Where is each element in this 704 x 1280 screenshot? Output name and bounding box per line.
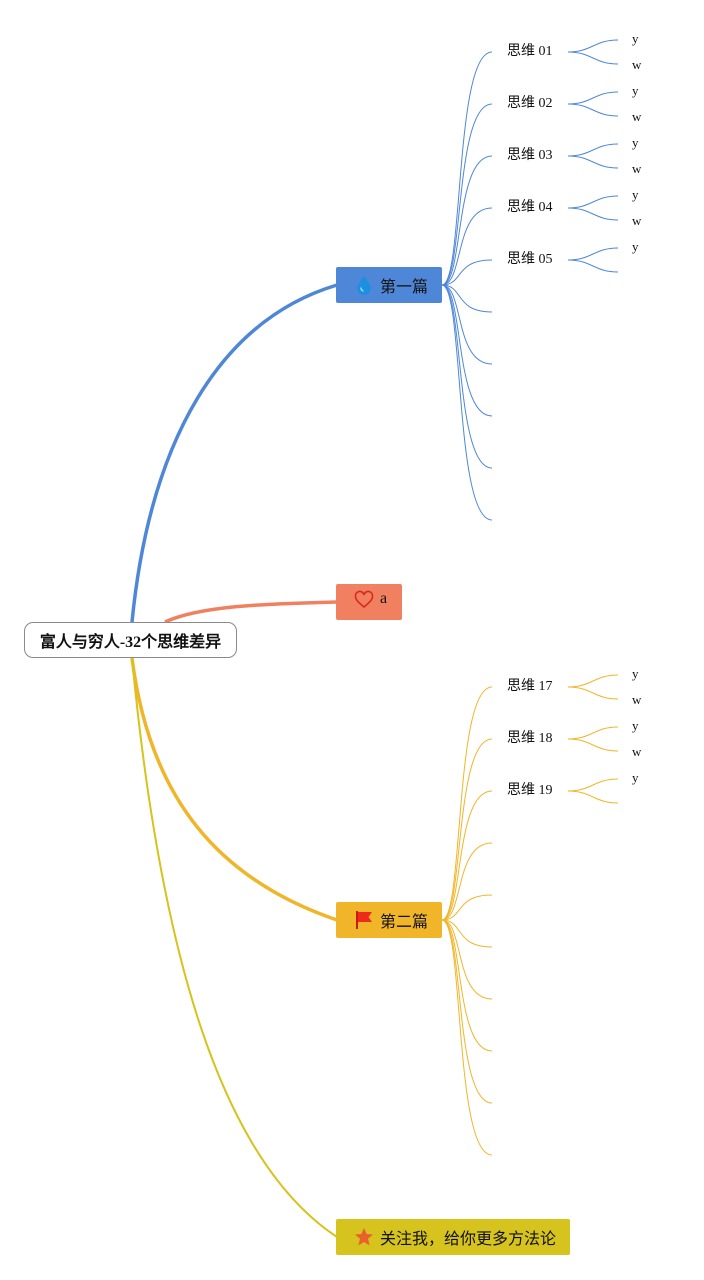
- part1-leaf-4-0[interactable]: y: [632, 239, 639, 254]
- branch-part1-label: 第一篇: [380, 279, 429, 296]
- part2-leaf-1-0[interactable]: y: [632, 718, 639, 733]
- part2-leaf-1-1[interactable]: w: [632, 744, 642, 759]
- part2-leaf-0-0[interactable]: y: [632, 666, 639, 681]
- branch-a-label: a: [380, 590, 388, 607]
- root-topic[interactable]: 富人与穷人-32个思维差异: [24, 622, 237, 658]
- part1-connector-9: [441, 284, 493, 521]
- part2-leaf-connector-2-1: [567, 790, 619, 804]
- branch-part2-label: 第二篇: [380, 914, 429, 931]
- part1-subtopic-2[interactable]: 思维 03: [507, 148, 553, 163]
- part2-leaf-connector-0-0: [567, 674, 619, 688]
- water-drop-icon: [354, 275, 374, 295]
- part2-connector-2: [441, 790, 493, 921]
- part1-connector-5: [441, 284, 493, 313]
- part1-connector-6: [441, 284, 493, 365]
- part2-leaf-2-0[interactable]: y: [632, 770, 639, 785]
- part2-subtopic-0[interactable]: 思维 17: [507, 679, 553, 694]
- heart-icon: [354, 590, 374, 610]
- part2-connector-6: [441, 919, 493, 1000]
- part2-connector-3: [441, 842, 493, 921]
- part1-leaf-connector-4-1: [567, 259, 619, 273]
- part1-connector-7: [441, 284, 493, 417]
- part2-leaf-connector-1-1: [567, 738, 619, 752]
- part2-leaf-connector-1-0: [567, 726, 619, 740]
- part1-subtopic-4[interactable]: 思维 05: [507, 252, 553, 267]
- connector-root-part2: [130, 657, 338, 922]
- part1-leaf-connector-2-0: [567, 143, 619, 157]
- part1-connector-4: [441, 259, 493, 286]
- part1-leaf-2-1[interactable]: w: [632, 161, 642, 176]
- part1-leaf-connector-3-1: [567, 207, 619, 221]
- part1-subtopic-3[interactable]: 思维 04: [507, 200, 553, 215]
- star-icon: [354, 1227, 374, 1247]
- part1-connector-3: [441, 207, 493, 286]
- branch-a[interactable]: a: [336, 584, 402, 620]
- part2-connector-1: [441, 738, 493, 921]
- root-topic-label: 富人与穷人-32个思维差异: [39, 634, 222, 651]
- part1-leaf-0-0[interactable]: y: [632, 31, 639, 46]
- connector-root-follow: [131, 657, 338, 1238]
- part1-leaf-1-0[interactable]: y: [632, 83, 639, 98]
- part1-sub-connectors: [441, 39, 619, 521]
- part2-connector-7: [441, 919, 493, 1052]
- part2-sub-connectors: [441, 674, 619, 1156]
- part1-connector-1: [441, 103, 493, 286]
- part2-leaf-connector-0-1: [567, 686, 619, 700]
- part1-leaf-3-1[interactable]: w: [632, 213, 642, 228]
- part1-leaf-connector-3-0: [567, 195, 619, 209]
- part1-leaf-2-0[interactable]: y: [632, 135, 639, 150]
- branch-follow-label: 关注我，给你更多方法论: [380, 1231, 557, 1248]
- branch-follow[interactable]: 关注我，给你更多方法论: [336, 1219, 570, 1255]
- connector-root-part1: [130, 283, 338, 623]
- part2-connector-8: [441, 919, 493, 1104]
- part2-subtopic-1[interactable]: 思维 18: [507, 731, 553, 746]
- part2-connector-5: [441, 919, 493, 948]
- part2-subtopic-2[interactable]: 思维 19: [507, 783, 553, 798]
- part1-leaf-connector-4-0: [567, 247, 619, 261]
- branch-part2[interactable]: 第二篇: [336, 902, 442, 938]
- part2-connector-9: [441, 919, 493, 1156]
- part2-connector-4: [441, 894, 493, 921]
- branch-part1[interactable]: 第一篇: [336, 267, 442, 303]
- part1-leaf-0-1[interactable]: w: [632, 57, 642, 72]
- part2-leaf-connector-2-0: [567, 778, 619, 792]
- part1-leaf-connector-1-1: [567, 103, 619, 117]
- part1-connector-8: [441, 284, 493, 469]
- connector-root-a: [164, 600, 338, 624]
- part1-connector-2: [441, 155, 493, 286]
- part2-leaf-0-1[interactable]: w: [632, 692, 642, 707]
- part1-leaf-1-1[interactable]: w: [632, 109, 642, 124]
- part1-leaf-connector-0-0: [567, 39, 619, 53]
- part1-leaf-3-0[interactable]: y: [632, 187, 639, 202]
- part1-connector-0: [441, 51, 493, 286]
- part1-subtopic-1[interactable]: 思维 02: [507, 96, 553, 111]
- part1-leaf-connector-0-1: [567, 51, 619, 65]
- part1-subtopic-0[interactable]: 思维 01: [507, 44, 553, 59]
- part1-leaf-connector-2-1: [567, 155, 619, 169]
- part2-connector-0: [441, 686, 493, 921]
- red-flag-icon: [354, 910, 374, 930]
- part1-leaf-connector-1-0: [567, 91, 619, 105]
